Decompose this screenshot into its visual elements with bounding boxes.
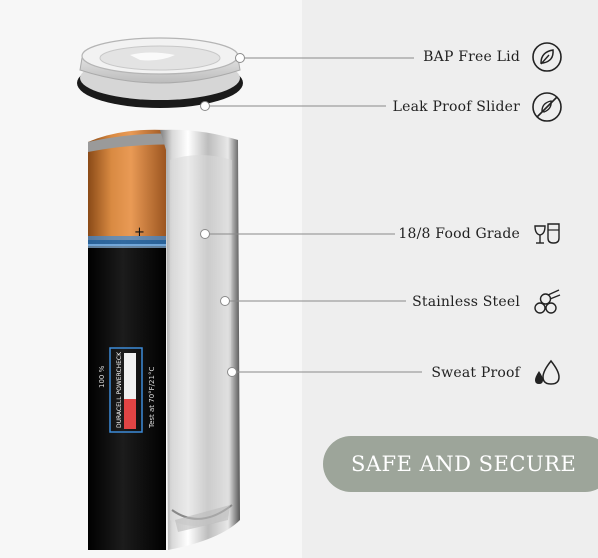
tumbler-body (88, 129, 240, 550)
battery-label: DURACELL POWERCHECK 100 % Test at 70°F/2… (98, 347, 156, 433)
feature-stainless-steel: Stainless Steel (412, 285, 564, 319)
feature-food-grade: 18/8 Food Grade (398, 217, 564, 251)
feature-sweat-proof: Sweat Proof (431, 356, 564, 390)
safe-and-secure-badge: SAFE AND SECURE (323, 436, 598, 492)
water-drops-icon (530, 356, 564, 390)
battery-test-text: Test at 70°F/21°C (148, 367, 156, 429)
steel-pipes-icon (530, 285, 564, 319)
feature-label: Leak Proof Slider (392, 99, 520, 115)
food-grade-icon (530, 217, 564, 251)
battery-plus: + (134, 225, 145, 240)
feature-label: BAP Free Lid (423, 49, 520, 65)
feature-bap-free-lid: BAP Free Lid (423, 40, 564, 74)
feature-leak-proof-slider: Leak Proof Slider (393, 90, 564, 124)
feature-label: Sweat Proof (431, 365, 520, 381)
battery-brand: DURACELL POWERCHECK (116, 351, 123, 428)
lid (77, 37, 243, 108)
battery-level: 100 % (98, 365, 106, 388)
feature-label: 18/8 Food Grade (398, 226, 520, 242)
callout-lines (200, 53, 422, 377)
badge-text: SAFE AND SECURE (351, 452, 577, 476)
no-leak-icon (530, 90, 564, 124)
leaf-icon (530, 40, 564, 74)
feature-label: Stainless Steel (412, 294, 520, 310)
